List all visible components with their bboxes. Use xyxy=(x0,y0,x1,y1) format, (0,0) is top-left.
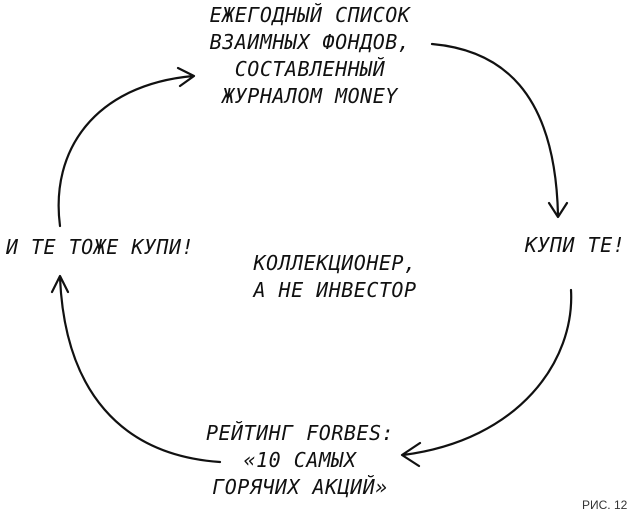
node-line: Ежегодный список xyxy=(209,3,411,27)
node-buy-them: Купи те! xyxy=(520,232,630,259)
node-line: составленный xyxy=(234,57,386,81)
node-buy-those-too: И те тоже купи! xyxy=(0,234,200,261)
arrow-bottom-to-left xyxy=(50,274,222,464)
node-line: взаимных фондов, xyxy=(209,30,411,54)
node-line: горячих акций» xyxy=(212,475,388,499)
arrow-right-to-bottom xyxy=(400,288,573,468)
center-caption: Коллекционер, а не инвестор xyxy=(240,250,430,304)
node-line: журналом Money xyxy=(222,84,398,108)
node-line: Рейтинг Forbes: xyxy=(205,421,395,445)
caption-line: Коллекционер, xyxy=(253,251,417,275)
node-money-list: Ежегодный список взаимных фондов, состав… xyxy=(185,2,435,110)
node-line: Купи те! xyxy=(524,233,626,257)
caption-line: а не инвестор xyxy=(253,278,417,302)
arrow-top-to-right xyxy=(430,42,569,219)
node-forbes-rating: Рейтинг Forbes: «10 самых горячих акций» xyxy=(200,420,400,501)
figure-label: РИС. 12 xyxy=(582,498,628,512)
arrow-left-to-top xyxy=(57,66,196,228)
node-line: И те тоже купи! xyxy=(5,235,195,259)
node-line: «10 самых xyxy=(243,448,357,472)
